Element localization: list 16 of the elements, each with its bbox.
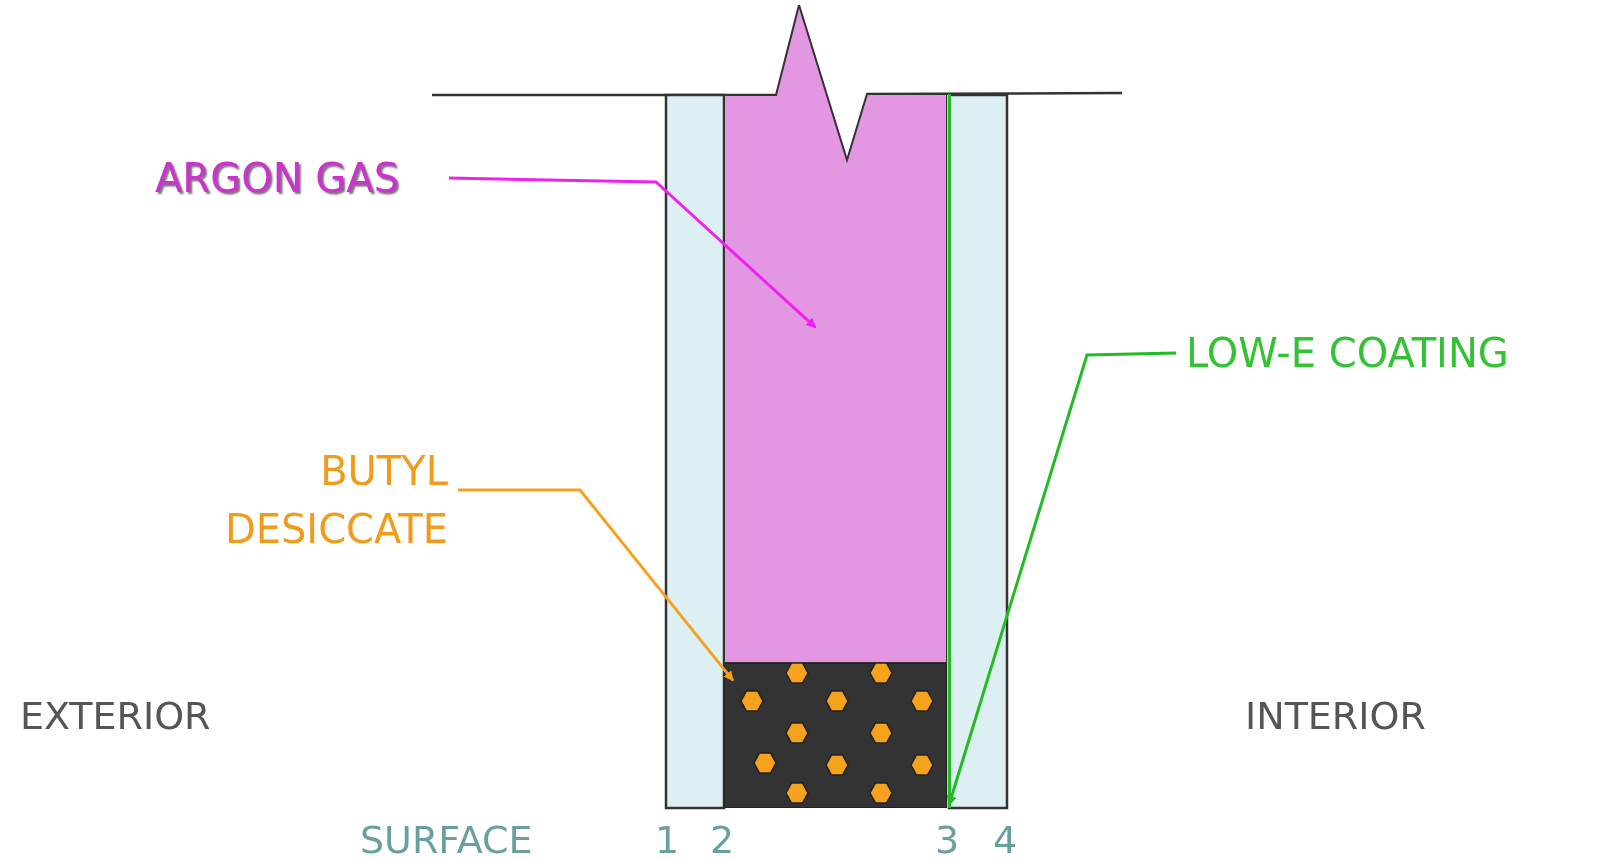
side-label: INTERIOR [1245, 693, 1426, 740]
coating-line [946, 94, 952, 808]
leader-arrow [448, 176, 817, 329]
surface-label: SURFACE [360, 817, 533, 858]
leader-arrow [458, 488, 735, 682]
callout-text: LOW-E COATING [1186, 329, 1510, 378]
desiccant-spacer [724, 663, 947, 808]
side-label: EXTERIOR [20, 693, 211, 740]
callout-text: ARGON GAS [155, 154, 401, 203]
leader-arrow [946, 351, 1177, 806]
surface-number: 1 [655, 817, 680, 858]
surface-number: 4 [993, 817, 1018, 858]
surface-number: 2 [710, 817, 735, 858]
surface-number: 3 [935, 817, 960, 858]
callout-text: BUTYL DESICCATE [223, 447, 448, 554]
argon-gas-space [724, 5, 947, 663]
